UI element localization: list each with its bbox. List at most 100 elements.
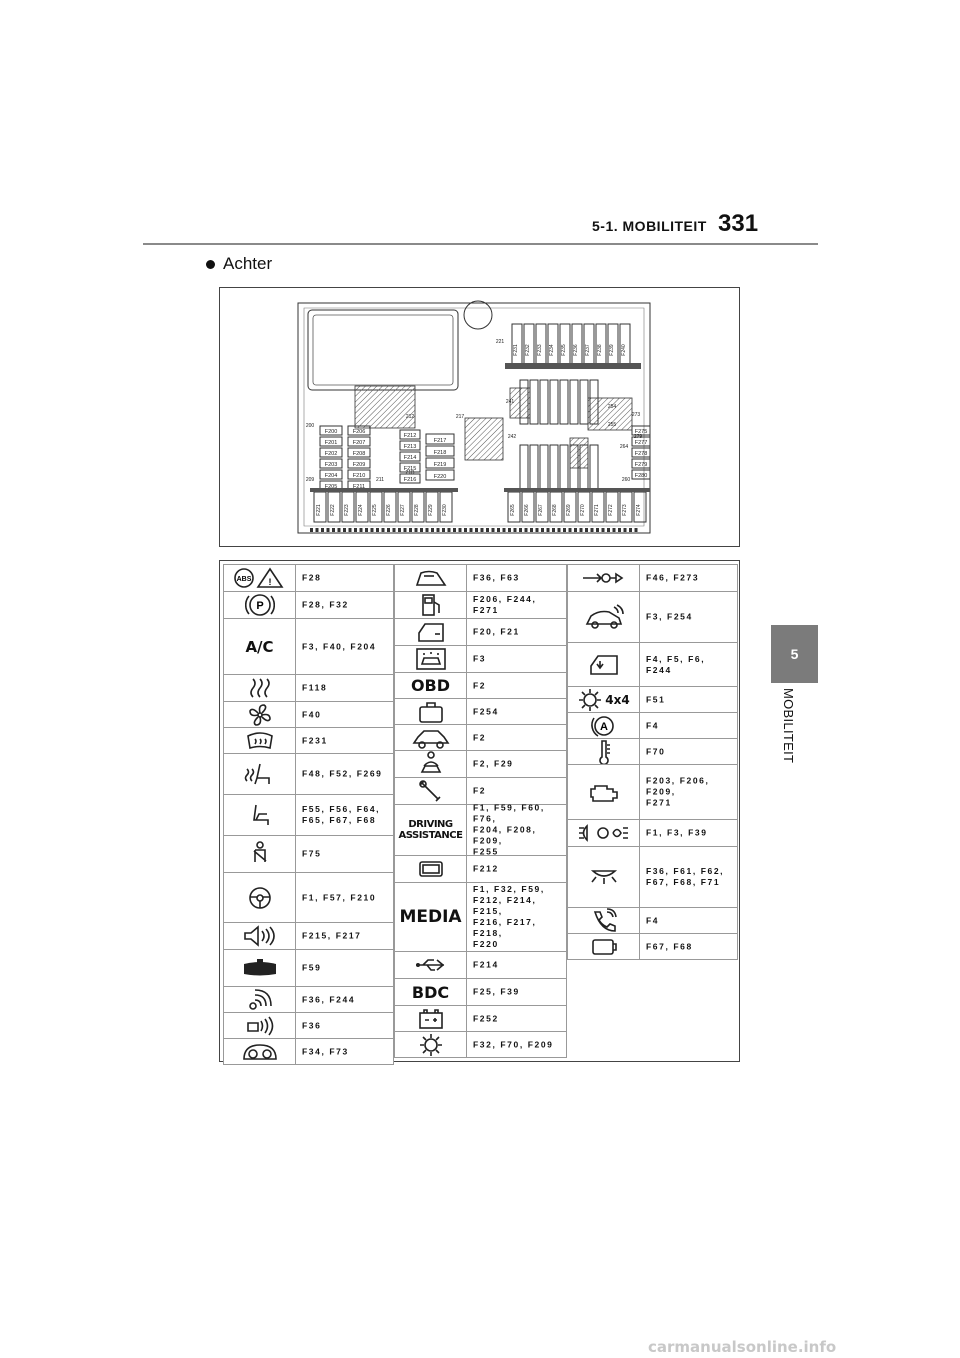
abs-brake-warning-icon: ABS!	[224, 565, 296, 591]
fuse-label: F202	[325, 451, 338, 457]
fuse-slot	[559, 379, 569, 425]
fuse-slot	[549, 379, 559, 425]
fuse-label: F222	[330, 504, 336, 516]
fuse-list: F67, F68	[646, 941, 693, 951]
pin	[425, 528, 429, 532]
fuse-table-row: F36, F61, F62, F67, F68, F71	[567, 846, 738, 908]
relay-block	[307, 309, 459, 391]
fuse-list: F3, F254	[646, 611, 693, 622]
fuse-list: F1, F32, F59, F212, F214, F215, F216, F2…	[473, 884, 545, 949]
fuse-slot	[579, 379, 589, 425]
marker-label: 273	[632, 412, 641, 418]
fuse-slot	[347, 447, 371, 458]
fuse-label: F212	[404, 433, 417, 439]
chapter-tab: 5	[771, 625, 818, 683]
key-signal-icon	[224, 1013, 296, 1038]
fuse-label: F270	[580, 504, 586, 516]
fuse-label: F216	[404, 477, 417, 483]
fuse-label: F230	[442, 504, 448, 516]
marker-label: 242	[508, 434, 517, 440]
hatched-block	[354, 385, 416, 429]
car-wash-icon	[395, 646, 467, 672]
fuse-label: F224	[358, 504, 364, 516]
fuse-list: F118	[302, 682, 328, 693]
fuse-slot	[589, 444, 599, 490]
fuse-rail	[504, 488, 650, 492]
fuse-slot	[425, 433, 455, 445]
fuse-label: F274	[636, 504, 642, 516]
mirror-icon	[224, 950, 296, 986]
fuse-table-row: F67, F68	[567, 933, 738, 960]
svg-text:ABS: ABS	[236, 576, 251, 583]
fuse-list: F214	[473, 959, 499, 970]
pin	[497, 528, 500, 532]
lights-icon	[568, 820, 640, 846]
fuse-list: F206, F244, F271	[473, 594, 537, 615]
hatched-block	[569, 437, 589, 469]
fuse-label: F208	[353, 451, 366, 457]
section-title: 5-1. MOBILITEIT	[592, 218, 707, 234]
bullet-heading: Achter	[206, 254, 272, 274]
pin	[332, 528, 335, 532]
marker-label: 254	[608, 404, 617, 410]
pin	[381, 528, 385, 532]
fuse-label: F201	[325, 440, 338, 446]
fuse-slot	[399, 462, 421, 473]
fuse-table-row: ABS!F28	[223, 564, 394, 592]
fuse-table-row: F231	[223, 727, 394, 754]
marker-label: 255	[608, 422, 617, 428]
wrench-icon	[395, 778, 467, 804]
fuse-list: F3, F40, F204	[302, 641, 377, 651]
fuse-label: F238	[597, 344, 603, 356]
pin	[436, 528, 440, 532]
pin	[370, 528, 374, 532]
pin	[634, 528, 638, 532]
pin	[480, 528, 484, 532]
fuse-slot	[619, 323, 631, 365]
fuse-slot	[589, 379, 599, 425]
fuse-label: F236	[573, 344, 579, 356]
pin	[398, 528, 401, 532]
pin	[348, 528, 352, 532]
pin	[453, 528, 456, 532]
fuse-slot	[425, 445, 455, 457]
fuse-rail	[310, 488, 458, 492]
watermark: carmanualsonline.info	[648, 1338, 837, 1356]
ac-icon: A/C	[224, 619, 296, 674]
fuse-list: F1, F59, F60, F76, F204, F208, F209, F25…	[473, 802, 545, 857]
fuse-list: F254	[473, 706, 499, 716]
pin	[458, 528, 462, 532]
fuse-slot	[569, 379, 579, 425]
gear-icon	[395, 1032, 467, 1057]
fuse-list: F75	[302, 848, 322, 859]
pin	[392, 528, 396, 532]
pin	[469, 528, 473, 532]
marker-label: 217	[456, 414, 465, 420]
fuse-rail	[505, 363, 641, 369]
fuse-table-row: F1, F3, F39	[567, 819, 738, 847]
car-alarm-icon	[568, 592, 640, 642]
fuse-label: F200	[325, 429, 338, 435]
fuse-label: F226	[386, 504, 392, 516]
fuse-list: F70	[646, 746, 666, 756]
fuse-label: F239	[609, 344, 615, 356]
pin	[508, 528, 511, 532]
fuse-label: F268	[552, 504, 558, 516]
fuse-slot	[535, 323, 547, 365]
icon-label: MEDIA	[399, 907, 462, 927]
fuse-label: F266	[524, 504, 530, 516]
fuse-table-row: F4, F5, F6, F244	[567, 642, 738, 687]
fuse-label: F227	[400, 504, 406, 516]
fuse-list: F51	[646, 694, 666, 704]
fuse-label: F278	[635, 451, 648, 457]
door-icon	[395, 619, 467, 645]
pin	[557, 528, 561, 532]
fuse-slot	[519, 379, 529, 425]
marker-label: 209	[306, 477, 315, 483]
fuse-table-row: A/C F3, F40, F204	[223, 618, 394, 675]
pin	[354, 528, 357, 532]
pin	[475, 528, 478, 532]
